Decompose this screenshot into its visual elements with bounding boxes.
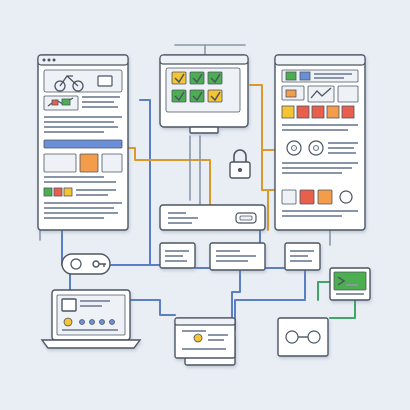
image-icon [281,85,305,101]
connection-wires [39,44,356,331]
center-hub [159,204,266,231]
icon-row [79,319,115,325]
plug-icon [235,212,257,224]
right-tall-panel [274,54,366,231]
bicycle-icon [54,75,84,92]
green-box [329,267,371,301]
small-card-mid [209,242,266,271]
chart-icon [43,95,79,111]
wire-green [329,299,356,319]
progress-bar [43,139,123,149]
small-card-right [284,242,321,271]
wire-blue [231,269,241,331]
gear-icon [286,140,324,156]
lightbulb-icon [63,317,73,327]
tile-row [43,153,123,173]
wire-blue [139,99,161,266]
wire-blue [234,267,306,331]
center-monitor [159,54,249,134]
left-connector [61,253,111,275]
color-tiles [43,187,73,197]
small-card-left [159,242,196,269]
text-lines [44,96,122,133]
wire-green [317,281,331,301]
wire-orange [261,189,269,231]
window-dots [42,58,56,62]
line-chart-icon [307,85,335,103]
bottom-right-panel [277,317,329,357]
checkmark-icon [171,71,223,103]
wire-blue [129,299,176,316]
lock-icon [229,149,251,179]
action-tiles [281,189,353,205]
wire-orange [249,84,263,191]
key-icon [92,260,106,268]
wire-orange [127,147,211,206]
bottom-center-panel [174,317,236,366]
left-tall-panel [37,54,129,231]
laptop [40,289,142,349]
node-icon [285,330,321,344]
image-icon [97,75,113,87]
color-tiles [281,105,355,119]
